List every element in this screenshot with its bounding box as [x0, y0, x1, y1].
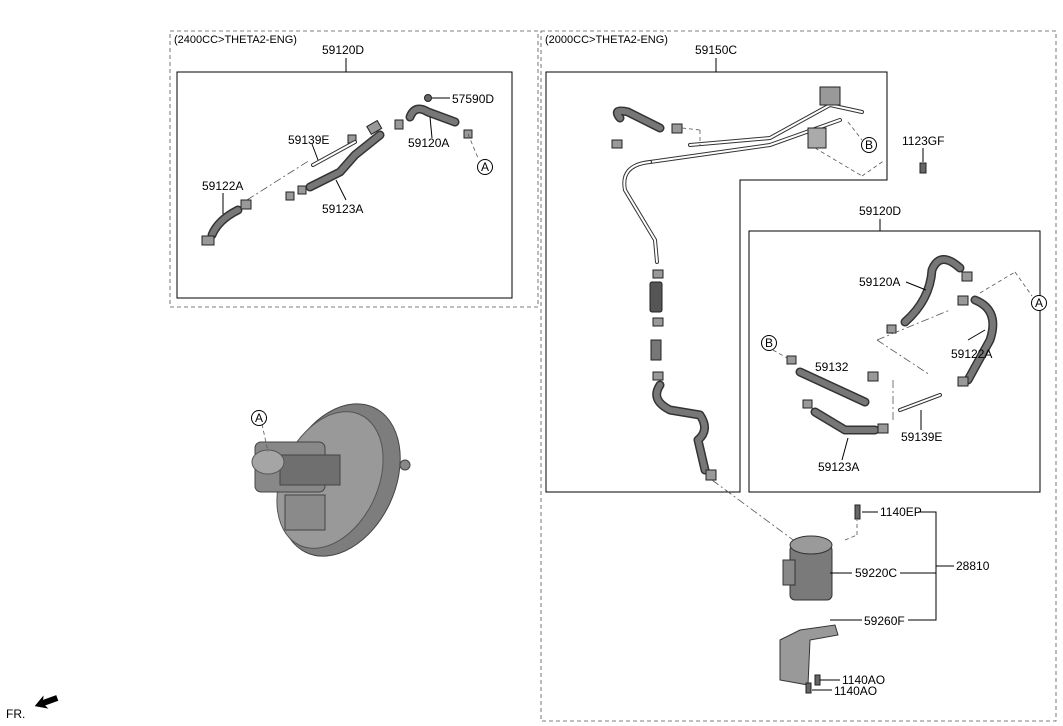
- brake-booster: [251, 403, 411, 557]
- svg-text:B: B: [865, 138, 873, 152]
- marker-b-right: [761, 335, 777, 351]
- label-59120a-left: 59120A: [408, 136, 449, 150]
- svg-text:A: A: [481, 160, 489, 174]
- vacuum-pump-59220c: [782, 535, 833, 601]
- svg-text:A: A: [255, 411, 263, 425]
- label-1140ao-1: 1140AO: [842, 673, 885, 687]
- label-59123a-left: 59123A: [322, 202, 363, 216]
- right-section-header: (2000CC>THETA2-ENG): [545, 34, 668, 46]
- marker-a-left: [477, 159, 493, 175]
- bolt-1140ep: [854, 504, 861, 520]
- label-59150c: 59150C: [695, 43, 737, 57]
- front-arrow-icon: [34, 695, 59, 709]
- box-59150c: [545, 71, 888, 493]
- label-57590d: 57590D: [452, 92, 494, 106]
- label-59120d-left: 59120D: [322, 43, 364, 57]
- label-59220c: 59220C: [855, 566, 897, 580]
- vacuum-pipe-59150c: [612, 86, 864, 475]
- right-59120d-box: [748, 230, 1041, 493]
- hose-set-59120d-right: [795, 255, 998, 435]
- label-1140ao-2: 1140AO: [834, 684, 877, 698]
- label-59139e-right: 59139E: [901, 430, 942, 444]
- right-section-frame: [540, 30, 1057, 722]
- label-59120d-right: 59120D: [859, 204, 901, 218]
- label-59260f: 59260F: [864, 614, 905, 628]
- label-59139e-left: 59139E: [288, 133, 329, 147]
- left-section-frame: [169, 30, 539, 308]
- label-59122a-right: 59122A: [951, 347, 992, 361]
- cap-57590d: [424, 94, 432, 102]
- svg-text:A: A: [1035, 296, 1043, 310]
- svg-text:B: B: [765, 336, 773, 350]
- bolt-1123gf: [919, 162, 927, 174]
- marker-a-booster: [251, 410, 267, 426]
- label-59122a-left: 59122A: [202, 179, 243, 193]
- left-59120d-box: [176, 71, 513, 299]
- bracket-59260f: [779, 624, 839, 686]
- label-59123a-right: 59123A: [818, 460, 859, 474]
- label-28810: 28810: [956, 559, 990, 573]
- front-label: FR.: [6, 707, 25, 721]
- label-1140ep: 1140EP: [880, 505, 922, 519]
- label-1123gf: 1123GF: [902, 134, 944, 148]
- left-section-header: (2400CC>THETA2-ENG): [174, 34, 297, 46]
- marker-b-top: [861, 137, 877, 153]
- label-59132: 59132: [815, 360, 849, 374]
- label-59120a-right: 59120A: [859, 275, 900, 289]
- marker-a-right: [1031, 295, 1047, 311]
